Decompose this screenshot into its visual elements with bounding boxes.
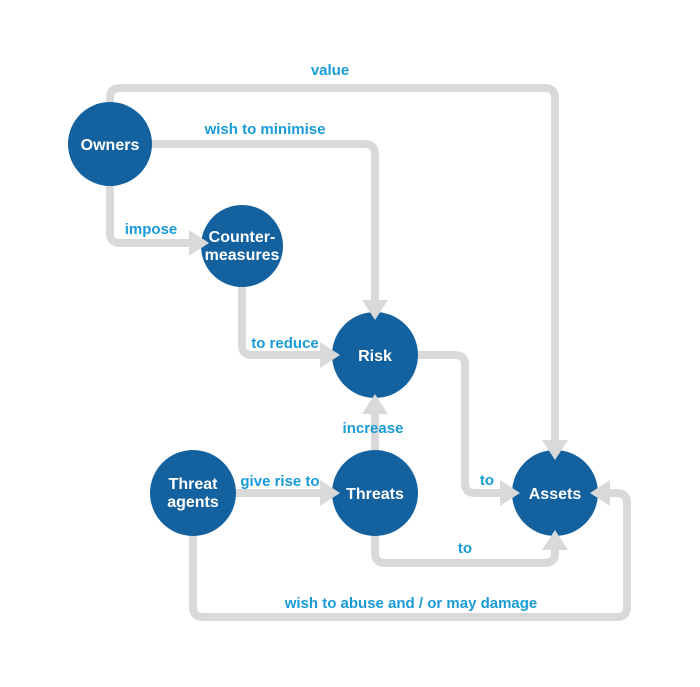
threats-circle bbox=[332, 450, 418, 536]
node-countermeasures: Counter- measures bbox=[201, 205, 283, 287]
label-wish-to-minimise: wish to minimise bbox=[204, 121, 326, 138]
arrowhead-to-reduce-right-icon bbox=[320, 342, 340, 368]
edge-impose bbox=[106, 180, 197, 247]
label-value: value bbox=[311, 62, 349, 79]
countermeasures-label-line1: Counter- bbox=[209, 229, 276, 246]
threats-label: Threats bbox=[346, 486, 404, 503]
node-threats: Threats bbox=[332, 450, 418, 536]
edge-to-reduce bbox=[238, 282, 328, 359]
arrowhead-wish-to-minimise-down-icon bbox=[362, 300, 388, 320]
countermeasures-circle bbox=[201, 205, 283, 287]
owners-label: Owners bbox=[81, 137, 140, 154]
arrowhead-risk-to-assets-right-icon bbox=[500, 480, 520, 506]
owners-circle bbox=[68, 102, 152, 186]
arrowhead-threats-to-assets-up-icon bbox=[542, 530, 568, 550]
countermeasures-label-line2: measures bbox=[205, 247, 280, 264]
arrowhead-value-down-icon bbox=[542, 440, 568, 460]
label-give-rise-to: give rise to bbox=[240, 473, 319, 490]
assets-label: Assets bbox=[529, 486, 582, 503]
edge-risk-to-assets bbox=[412, 351, 508, 497]
label-threats-to-assets: to bbox=[458, 540, 472, 557]
arrowhead-increase-up-icon bbox=[362, 394, 388, 414]
threat-agents-label-line1: Threat bbox=[169, 476, 219, 493]
edge-wish-to-abuse bbox=[189, 489, 631, 621]
node-assets: Assets bbox=[512, 450, 598, 536]
edge-wish-to-minimise bbox=[145, 140, 379, 308]
threat-agents-label-line2: agents bbox=[167, 494, 219, 511]
edges bbox=[106, 84, 631, 621]
edge-labels: value wish to minimise impose to reduce … bbox=[125, 62, 538, 612]
label-wish-to-abuse: wish to abuse and / or may damage bbox=[284, 595, 538, 612]
label-to-reduce: to reduce bbox=[251, 335, 319, 352]
arrowhead-wish-to-abuse-left-icon bbox=[590, 480, 610, 506]
arrowhead-impose-right-icon bbox=[189, 230, 209, 256]
nodes: Owners Counter- measures Risk Threat age… bbox=[68, 102, 598, 536]
threat-agents-circle bbox=[150, 450, 236, 536]
label-increase: increase bbox=[343, 420, 404, 437]
arrowhead-give-rise-to-right-icon bbox=[320, 480, 340, 506]
node-owners: Owners bbox=[68, 102, 152, 186]
assets-circle bbox=[512, 450, 598, 536]
node-risk: Risk bbox=[332, 312, 418, 398]
risk-circle bbox=[332, 312, 418, 398]
arrowheads bbox=[189, 230, 610, 550]
edge-threats-to-assets bbox=[371, 530, 559, 567]
edge-value bbox=[106, 84, 559, 448]
label-impose: impose bbox=[125, 221, 178, 238]
node-threat-agents: Threat agents bbox=[150, 450, 236, 536]
risk-label: Risk bbox=[358, 348, 392, 365]
label-risk-to-assets: to bbox=[480, 472, 494, 489]
